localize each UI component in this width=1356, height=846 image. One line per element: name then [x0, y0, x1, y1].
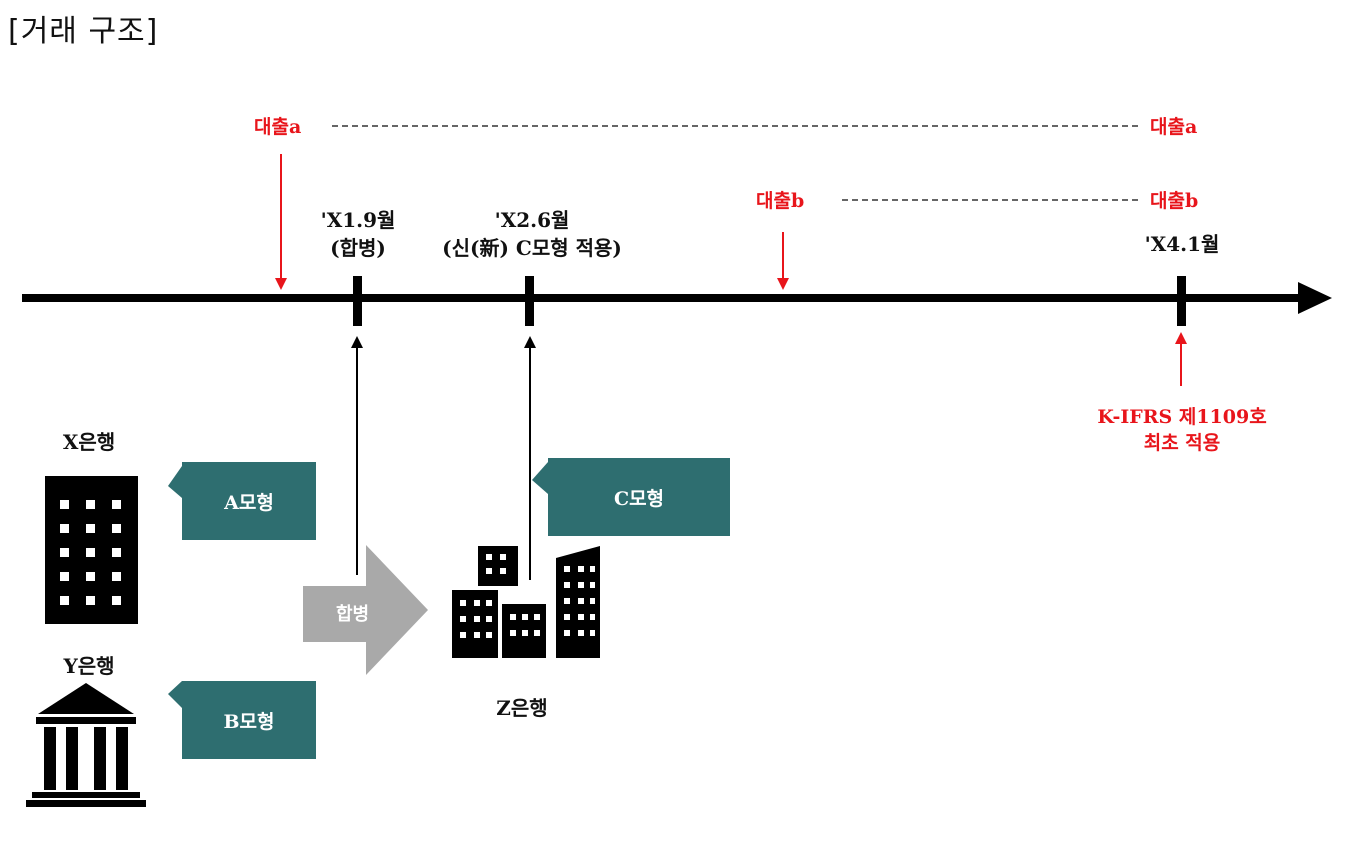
x-bank-label: X은행: [62, 430, 116, 454]
merger-date-label: 'X1.9월: [320, 208, 396, 232]
ifrs-note-line2: 최초 적용: [1143, 432, 1221, 454]
loan-a-arrow-head: [275, 278, 287, 290]
timeline-axis: [22, 294, 1304, 302]
classical-bank-icon: [26, 683, 146, 807]
y-bank-label: Y은행: [63, 654, 115, 678]
ifrs-note-line1: K-IFRS 제1109호: [1097, 406, 1267, 428]
ifrs-arrow-head: [1175, 332, 1187, 344]
new-model-note-label: (신(新) C모형 적용): [442, 236, 622, 260]
page-title: [거래 구조]: [8, 14, 159, 49]
tick-new-model: [525, 276, 534, 326]
timeline-arrowhead: [1298, 282, 1332, 314]
merger-up-arrow-head: [351, 336, 363, 348]
b-model-box: B모형: [182, 681, 316, 759]
b-model-label: B모형: [223, 710, 275, 733]
c-model-box: C모형: [548, 458, 730, 536]
z-bank-label: Z은행: [496, 696, 548, 720]
merge-arrow-label: 합병: [336, 604, 370, 625]
merged-buildings-icon: [452, 546, 600, 658]
b-model-pointer: [168, 681, 182, 708]
a-model-pointer: [168, 466, 182, 498]
c-model-label: C모형: [613, 487, 665, 510]
c-model-up-arrow-head: [524, 336, 536, 348]
merger-note-label: (합병): [330, 236, 386, 260]
loan-a-start-label: 대출a: [254, 116, 302, 138]
ifrs-date-label: 'X4.1월: [1144, 232, 1220, 256]
a-model-box: A모형: [182, 462, 316, 540]
tick-ifrs: [1177, 276, 1186, 326]
loan-b-start-label: 대출b: [756, 190, 805, 212]
c-model-pointer: [532, 462, 548, 494]
loan-b-end-label: 대출b: [1150, 190, 1199, 212]
merge-arrow-icon: [303, 545, 428, 675]
loan-b-arrow-head: [777, 278, 789, 290]
a-model-label: A모형: [224, 491, 274, 514]
loan-a-end-label: 대출a: [1150, 116, 1198, 138]
tick-merger: [353, 276, 362, 326]
new-model-date-label: 'X2.6월: [494, 208, 570, 232]
office-building-icon: [45, 476, 138, 624]
